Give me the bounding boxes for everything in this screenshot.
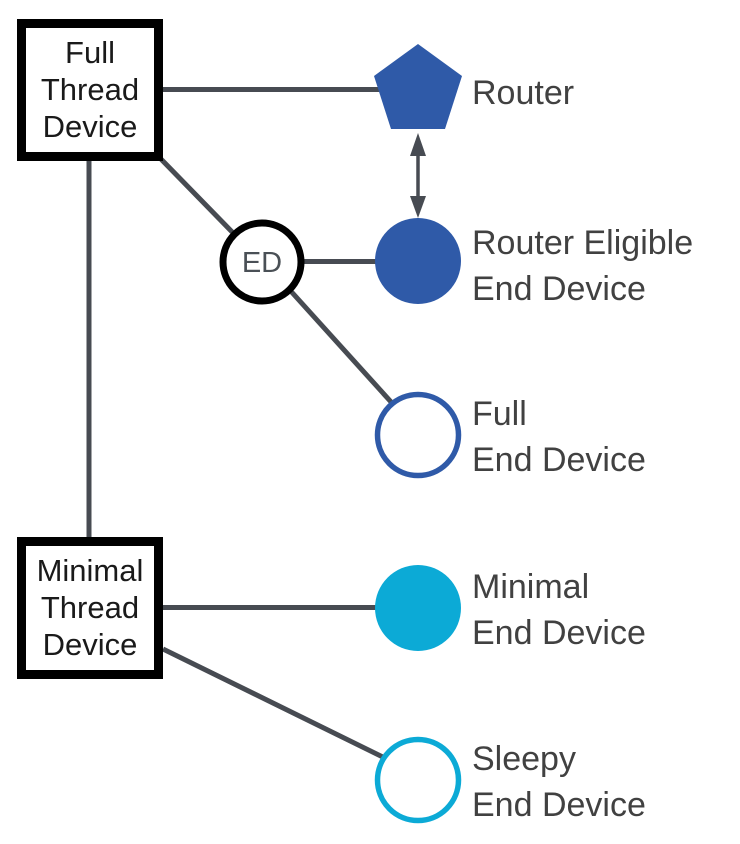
minimal-end-device-label-line-2: End Device — [472, 614, 646, 652]
full-end-device-label-line-1: Full — [472, 395, 527, 433]
sleepy-end-device-label-line-2: End Device — [472, 786, 646, 824]
connector-ftd-to-ed — [156, 154, 240, 240]
legend-label-sleepy-end-device: Sleepy End Device — [472, 740, 646, 824]
legend-shape-router[interactable] — [374, 44, 462, 129]
router-eligible-end-device-label-line-1: Router Eligible — [472, 224, 693, 262]
legend-label-full-end-device: Full End Device — [472, 395, 646, 479]
legend-shape-sleepy-end-device[interactable] — [374, 736, 462, 824]
connector-mtd-to-sed — [161, 646, 397, 766]
node-end-device[interactable]: ED — [219, 219, 305, 305]
router-eligible-end-device-circle-icon — [375, 218, 461, 304]
minimal-end-device-circle-icon — [375, 565, 461, 651]
legend-shape-minimal-end-device[interactable] — [375, 565, 461, 651]
arrow-head-up-icon — [410, 133, 426, 156]
legend-shape-full-end-device[interactable] — [374, 391, 462, 479]
legend-label-router: Router — [472, 74, 574, 112]
arrow-head-down-icon — [410, 196, 426, 218]
minimal-thread-device-box — [17, 537, 163, 679]
connector-ed-to-fed — [286, 286, 394, 405]
router-pentagon-icon — [374, 44, 462, 129]
sleepy-end-device-label-line-1: Sleepy — [472, 740, 576, 778]
minimal-end-device-label-line-1: Minimal — [472, 568, 589, 606]
router-label-line-1: Router — [472, 74, 574, 112]
full-end-device-circle-icon — [374, 391, 462, 479]
minimal-thread-device-line-1: Minimal — [37, 553, 144, 588]
minimal-thread-device-line-3: Device — [43, 627, 138, 662]
node-full-thread-device[interactable]: Full Thread Device — [17, 19, 163, 161]
full-thread-device-line-1: Full — [65, 35, 115, 70]
node-minimal-thread-device[interactable]: Minimal Thread Device — [17, 537, 163, 679]
full-thread-device-box — [17, 19, 163, 161]
legend-shape-router-eligible-end-device[interactable] — [375, 218, 461, 304]
full-thread-device-line-3: Device — [43, 109, 138, 144]
full-thread-device-line-2: Thread — [41, 72, 139, 107]
sleepy-end-device-circle-icon — [374, 736, 462, 824]
end-device-label: ED — [242, 247, 282, 279]
minimal-thread-device-line-2: Thread — [41, 590, 139, 625]
legend-label-minimal-end-device: Minimal End Device — [472, 568, 646, 652]
legend-label-router-eligible-end-device: Router Eligible End Device — [472, 224, 693, 308]
end-device-circle — [219, 219, 305, 305]
connector-router-reed-bidirectional — [410, 133, 426, 218]
full-end-device-label-line-2: End Device — [472, 441, 646, 479]
router-eligible-end-device-label-line-2: End Device — [472, 270, 646, 308]
